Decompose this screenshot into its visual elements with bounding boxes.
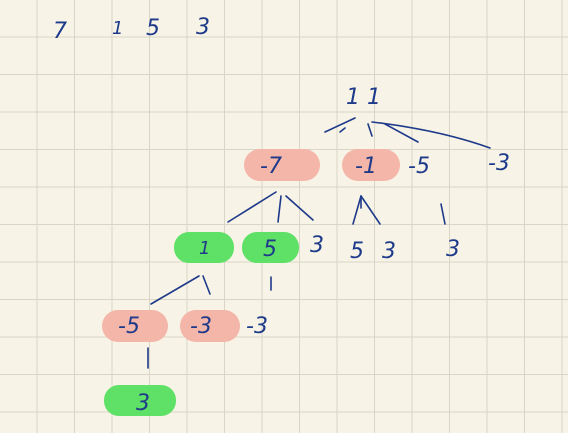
edge: [339, 127, 346, 133]
level1-node: -5: [408, 154, 430, 179]
sequence-item: 5: [146, 16, 160, 41]
level2-node: 3: [446, 237, 460, 262]
highlight-green: [174, 232, 234, 263]
level2-node: 3: [310, 233, 324, 258]
edge: [227, 191, 277, 223]
level1-node: -7: [260, 154, 282, 179]
sequence-item: 3: [196, 15, 210, 40]
level3-node: -5: [118, 314, 140, 339]
level2-node: 3: [382, 239, 396, 264]
level1-node: -3: [488, 151, 510, 176]
edge: [384, 123, 419, 143]
highlight-pink: [102, 310, 168, 342]
highlight-pink: [180, 310, 240, 342]
level3-node: -3: [246, 314, 268, 339]
edge: [202, 275, 211, 295]
root-node: 1 1: [346, 85, 381, 110]
edge: [285, 195, 314, 221]
edge: [360, 195, 381, 225]
edge: [324, 117, 356, 133]
edge: [277, 195, 282, 223]
highlight-pink: [342, 149, 400, 181]
level2-node: 1: [199, 238, 210, 259]
edge: [352, 195, 362, 225]
highlight-pink: [244, 149, 320, 181]
highlight-green: [242, 232, 299, 263]
level2-node: 5: [350, 239, 364, 264]
sequence-item: 7: [53, 19, 67, 44]
highlight-green: [104, 385, 176, 416]
level2-node: 5: [263, 237, 277, 262]
edge: [150, 275, 200, 305]
level3-node: -3: [190, 314, 212, 339]
edge: [440, 203, 446, 225]
level4-node: 3: [136, 391, 150, 416]
edge: [367, 123, 373, 137]
edge: [371, 121, 491, 149]
level1-node: -1: [355, 154, 377, 179]
sequence-item: 1: [112, 18, 123, 39]
